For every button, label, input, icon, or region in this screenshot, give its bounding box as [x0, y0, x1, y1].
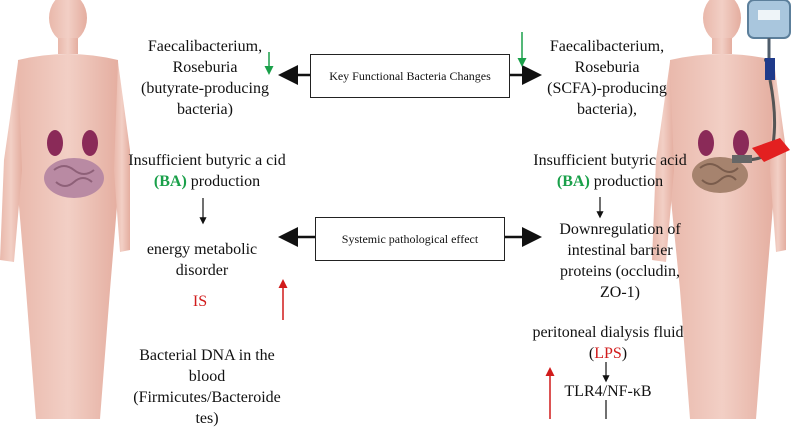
right-downregulation-text: Downregulation of intestinal barrier pro… — [535, 219, 705, 303]
right-bacteria-text: Faecalibacterium, Roseburia (SCFA)-produ… — [522, 36, 692, 120]
left-dna-text: Bacterial DNA in the blood (Firmicutes/B… — [112, 345, 302, 429]
right-lps-close: ) — [621, 345, 628, 362]
right-bacteria-line3: (SCFA)-producing — [547, 80, 667, 97]
left-dna-line1: Bacterial DNA in the — [139, 347, 275, 364]
right-pd-fluid-text: peritoneal dialysis fluid (LPS) — [518, 322, 698, 364]
left-energy-text: energy metabolic disorder — [122, 239, 282, 281]
right-pd-line1: peritoneal dialysis fluid — [532, 324, 684, 341]
right-bacteria-line1: Faecalibacterium, — [549, 38, 665, 55]
left-ba-line: (BA) production — [112, 171, 302, 192]
right-ba-line: (BA) production — [520, 171, 700, 192]
left-bacteria-line2: Roseburia — [172, 59, 238, 76]
left-butyric-text: Insufficient butyric a cid (BA) producti… — [112, 150, 302, 192]
right-intestine-icon — [692, 157, 748, 193]
right-bacteria-line2: Roseburia — [574, 59, 640, 76]
left-production-label: production — [186, 173, 261, 190]
left-is-label: IS — [192, 293, 208, 310]
left-butyric-line1: Insufficient butyric a cid — [128, 152, 286, 169]
right-lps-label: LPS — [594, 345, 622, 362]
left-ba-label: (BA) — [153, 173, 187, 190]
right-kidney-icon — [698, 130, 749, 156]
left-dna-line3: (Firmicutes/Bacteroide — [133, 389, 281, 406]
right-human-figure — [652, 0, 791, 419]
right-bacteria-line4: bacteria), — [577, 101, 637, 118]
left-dna-line2: blood — [188, 368, 226, 385]
right-ba-label: (BA) — [556, 173, 590, 190]
right-production-label: production — [589, 173, 664, 190]
key-functional-bacteria-box: Key Functional Bacteria Changes — [310, 54, 510, 98]
left-bacteria-text: Faecalibacterium, Roseburia (butyrate-pr… — [120, 36, 290, 120]
left-energy-line1: energy metabolic — [146, 241, 258, 258]
right-butyric-text: Insufficient butyric acid (BA) productio… — [520, 150, 700, 192]
left-bacteria-line1: Faecalibacterium, — [147, 38, 263, 55]
right-butyric-line1: Insufficient butyric acid — [533, 152, 687, 169]
left-intestine-icon — [44, 158, 104, 198]
right-lps-open: ( — [588, 345, 595, 362]
right-down-line4: ZO-1) — [600, 284, 640, 301]
arrows-layer — [199, 32, 610, 419]
dialysis-bag-icon — [732, 0, 791, 163]
right-lps-line: (LPS) — [518, 343, 698, 364]
right-down-line2: intestinal barrier — [567, 242, 673, 259]
left-energy-line2: disorder — [175, 262, 229, 279]
left-human-figure — [0, 0, 130, 419]
left-bacteria-line4: bacteria) — [177, 101, 233, 118]
right-tlr-text: TLR4/NF-κB — [564, 383, 652, 400]
systemic-pathological-effect-box: Systemic pathological effect — [315, 217, 505, 261]
right-down-line3: proteins (occludin, — [560, 263, 680, 280]
right-down-line1: Downregulation of — [559, 221, 681, 238]
left-kidney-icon — [47, 130, 98, 156]
left-bacteria-line3: (butyrate-producing — [141, 80, 269, 97]
